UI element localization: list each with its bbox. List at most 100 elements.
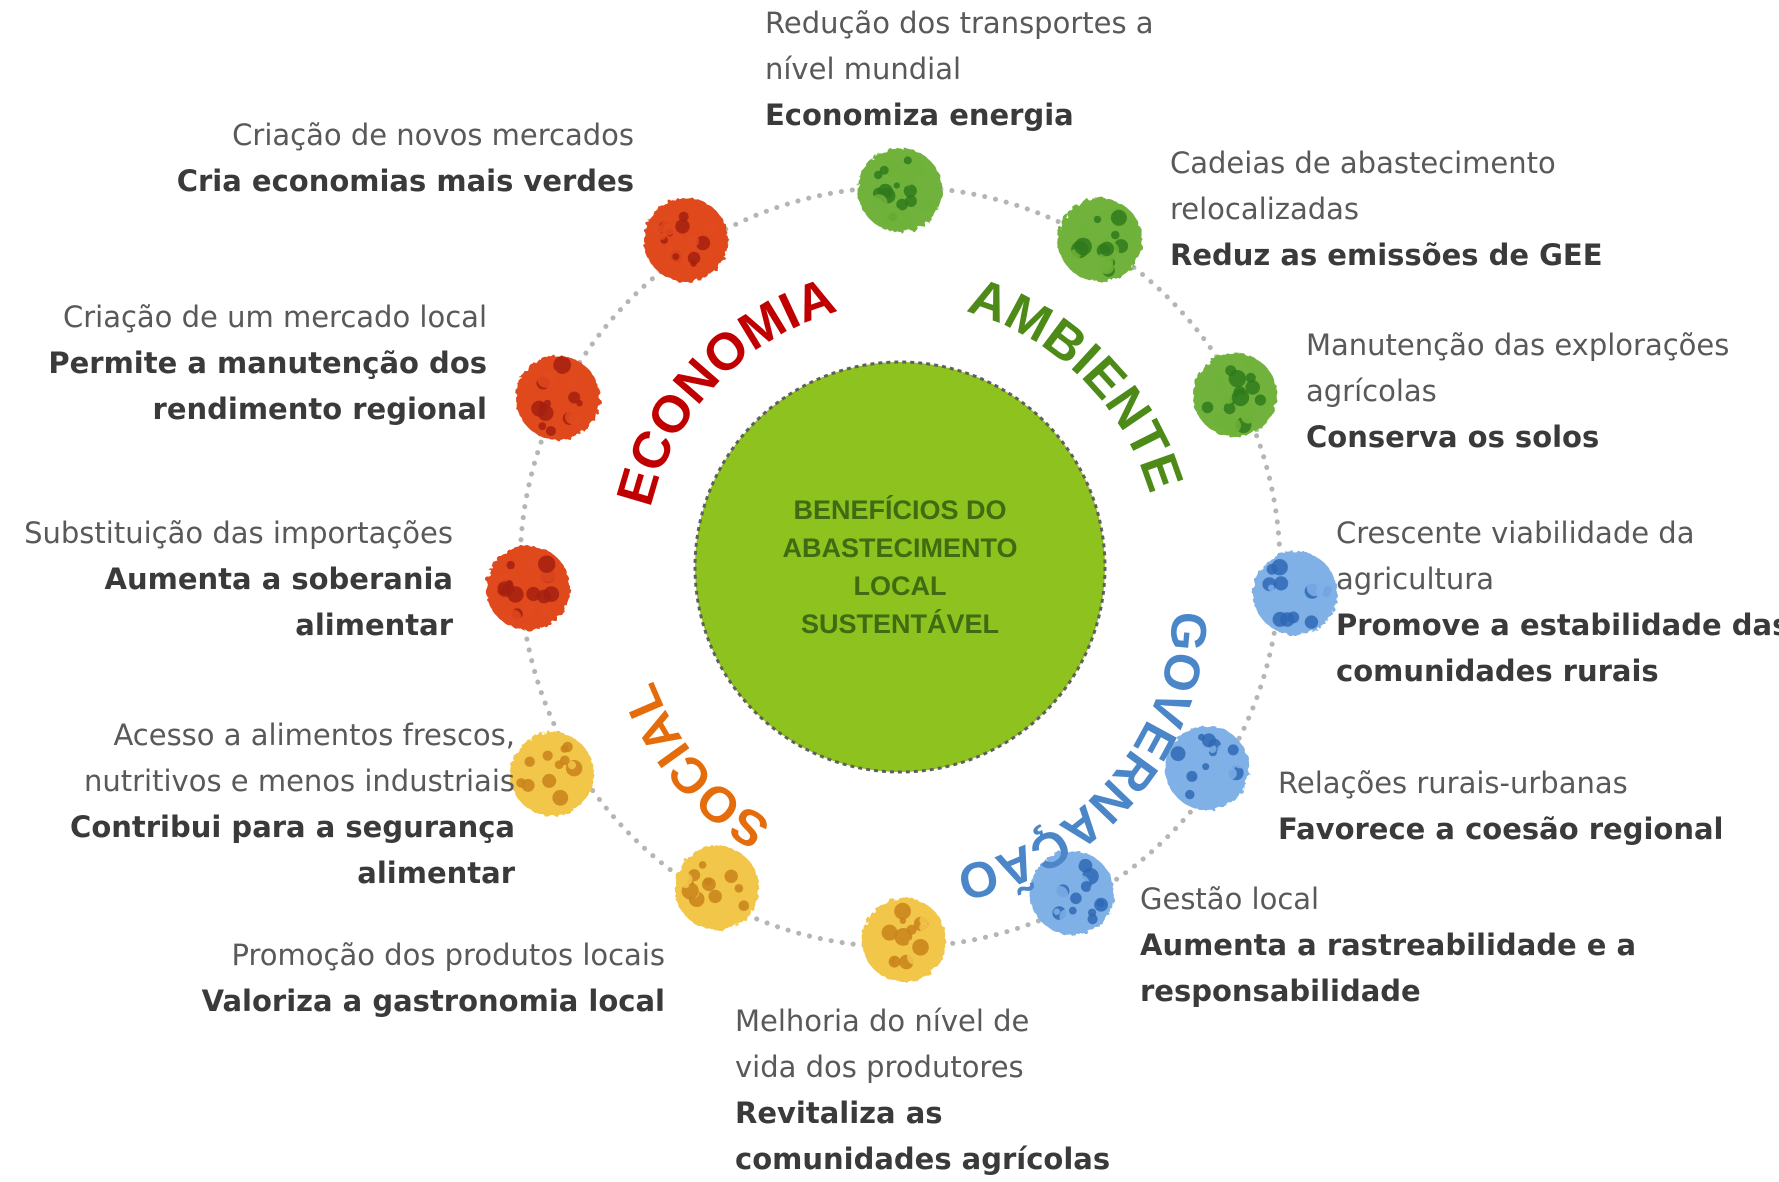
node-texture-dot <box>903 156 912 165</box>
node-texture-dot <box>527 559 537 570</box>
node-texture-dot <box>885 206 903 224</box>
node-texture-dot <box>903 184 917 198</box>
node-texture-dot <box>1090 883 1102 895</box>
node-economia <box>644 198 728 282</box>
node-texture-dot <box>886 916 895 924</box>
node-texture-dot <box>524 756 535 767</box>
benefit-title: Favorece a coesão regional <box>1278 812 1724 846</box>
benefit-context: vida dos produtores <box>735 1050 1024 1084</box>
node-texture-dot <box>1213 412 1228 428</box>
benefit-title: responsabilidade <box>1140 974 1421 1008</box>
benefit-context: Manutenção das explorações <box>1306 328 1730 362</box>
node-texture-dot <box>1101 211 1111 221</box>
node-texture-dot <box>554 760 564 770</box>
node-texture-dot <box>1170 766 1186 782</box>
benefit-title: rendimento regional <box>152 392 487 426</box>
node-texture-dot <box>879 165 889 175</box>
node-texture-dot <box>1245 372 1256 383</box>
node-texture-dot <box>1228 370 1247 388</box>
node-texture-dot <box>650 223 662 236</box>
node-texture-dot <box>1318 570 1326 578</box>
node-texture-dot <box>553 747 561 756</box>
node-texture-dot <box>505 609 522 626</box>
node-texture-dot <box>526 793 539 805</box>
node-texture-dot <box>1240 409 1256 424</box>
node-texture-dot <box>542 773 557 788</box>
node-texture-dot <box>1268 584 1275 591</box>
node-texture-dot <box>1074 237 1092 256</box>
node-texture-dot <box>1222 391 1235 404</box>
node-texture-dot <box>522 608 535 620</box>
node-texture-dot <box>1244 361 1252 368</box>
center-circle <box>693 360 1107 774</box>
node-texture-dot <box>1123 227 1135 239</box>
node-texture-dot <box>1078 858 1093 873</box>
node-texture-dot <box>684 237 692 246</box>
node-texture-dot <box>1201 733 1216 748</box>
node-texture-dot <box>1245 380 1260 395</box>
node-texture-dot <box>1076 226 1092 242</box>
node-ambiente <box>1193 353 1277 437</box>
benefit-title: Conserva os solos <box>1306 420 1600 454</box>
benefit-title: Aumenta a rastreabilidade e a <box>1140 928 1637 962</box>
node-texture-dot <box>552 789 569 806</box>
node-texture-dot <box>577 376 584 383</box>
node-texture-dot <box>702 877 716 892</box>
center-title-line: LOCAL <box>854 571 947 601</box>
benefit-title: Valoriza a gastronomia local <box>201 984 665 1018</box>
benefit-title: Permite a manutenção dos <box>48 346 487 380</box>
node-texture-dot <box>542 750 553 761</box>
benefit-context: Cadeias de abastecimento <box>1170 146 1556 180</box>
benefit-nodes <box>486 148 1337 982</box>
node-texture-dot <box>1201 401 1214 414</box>
node-texture-dot <box>672 253 680 261</box>
node-texture-dot <box>1111 230 1120 240</box>
node-texture-dot <box>526 586 541 602</box>
benefit-context: Promoção dos produtos locais <box>231 938 666 972</box>
benefit-title: alimentar <box>357 856 515 890</box>
node-texture-dot <box>1190 759 1201 770</box>
benefit-context: relocalizadas <box>1170 192 1360 226</box>
node-texture-dot <box>892 189 904 202</box>
node-texture-dot <box>1070 857 1080 867</box>
node-texture-dot <box>1093 215 1102 224</box>
node-texture-dot <box>1271 559 1288 576</box>
node-texture-dot <box>738 900 750 911</box>
node-texture-dot <box>538 555 556 573</box>
node-texture-dot <box>1087 914 1098 925</box>
node-texture-dot <box>1274 576 1289 591</box>
node-texture-dot <box>537 405 554 421</box>
node-texture-dot <box>888 955 901 968</box>
node-texture-dot <box>678 211 689 222</box>
benefit-context: nível mundial <box>765 52 962 86</box>
node-texture-dot <box>893 182 900 189</box>
node-texture-dot <box>695 235 711 251</box>
node-texture-dot <box>521 778 535 792</box>
benefit-context: nutritivos e menos industriais <box>84 764 515 798</box>
node-economia <box>486 546 570 630</box>
node-social <box>862 898 946 982</box>
node-texture-dot <box>1213 374 1223 383</box>
node-texture-dot <box>520 562 527 569</box>
node-texture-dot <box>919 197 934 212</box>
label-social-3: Acesso a alimentos frescos,nutritivos e … <box>70 712 515 896</box>
node-texture-dot <box>894 928 913 946</box>
node-texture-dot <box>701 856 718 873</box>
benefit-title: alimentar <box>295 608 453 642</box>
node-texture-dot <box>505 580 513 588</box>
node-texture-dot <box>521 377 535 391</box>
node-texture-dot <box>714 856 723 866</box>
node-texture-dot <box>919 922 929 933</box>
node-texture-dot <box>1170 746 1186 762</box>
node-circle <box>510 732 594 816</box>
